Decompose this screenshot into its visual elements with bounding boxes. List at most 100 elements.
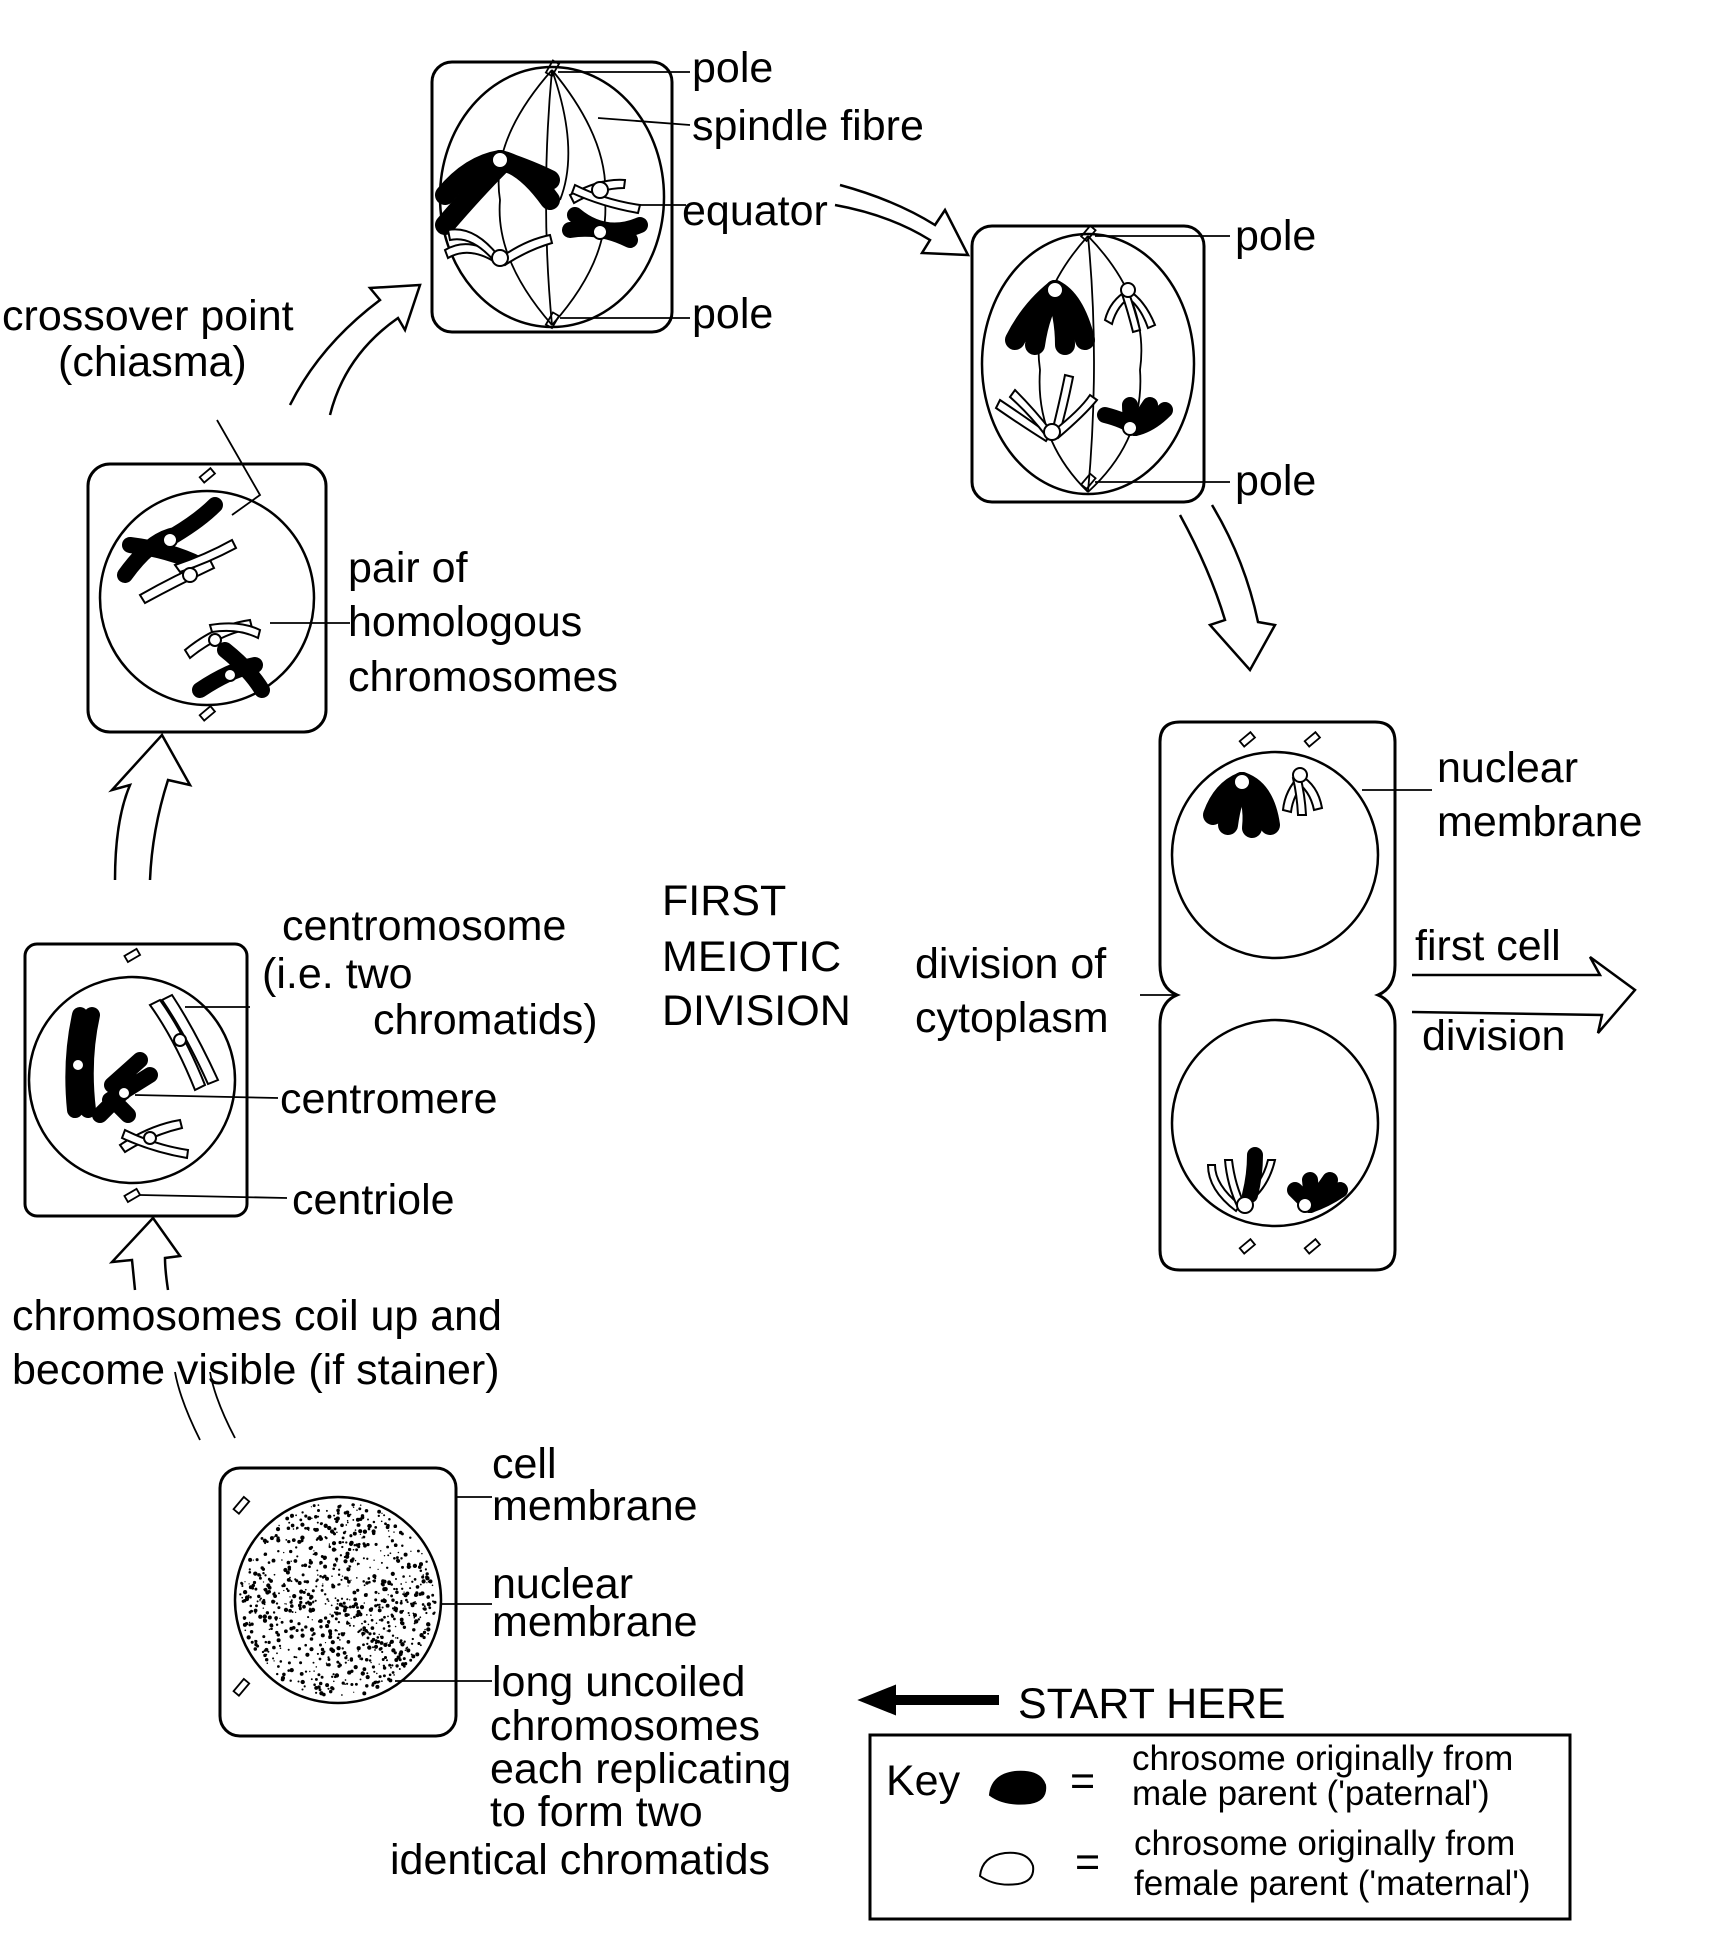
- chromatin-speck: [338, 1583, 341, 1586]
- chromatin-speck: [350, 1617, 352, 1620]
- chromatin-speck: [343, 1555, 347, 1559]
- chromatin-speck: [378, 1675, 382, 1679]
- chromatin-speck: [330, 1640, 335, 1645]
- arrow-to-metaphase: [288, 283, 422, 416]
- chromatin-speck: [276, 1538, 281, 1543]
- chromatin-speck: [365, 1684, 369, 1688]
- chromatin-speck: [307, 1516, 312, 1521]
- chromatin-speck: [329, 1613, 331, 1615]
- chromatin-speck: [343, 1652, 347, 1655]
- chromatin-speck: [358, 1629, 361, 1633]
- chromatin-speck: [262, 1635, 266, 1639]
- chromatin-speck: [352, 1531, 357, 1536]
- chromatin-speck: [314, 1515, 318, 1519]
- chromatin-speck: [276, 1633, 281, 1637]
- cell-anaphase: [970, 224, 1230, 504]
- chromatin-speck: [319, 1625, 323, 1629]
- chromatin-speck: [303, 1580, 307, 1583]
- chromatin-speck: [376, 1680, 380, 1684]
- chromatin-speck: [297, 1539, 302, 1544]
- chromatin-speck: [322, 1583, 324, 1585]
- chromatin-speck: [331, 1547, 337, 1552]
- chromatin-speck: [301, 1688, 304, 1691]
- chromatin-speck: [267, 1561, 271, 1564]
- chromatin-speck: [382, 1674, 386, 1678]
- chromatin-speck: [414, 1619, 419, 1624]
- chromatin-speck: [274, 1533, 278, 1538]
- chromatin-speck: [244, 1629, 247, 1632]
- chromatin-speck: [373, 1670, 376, 1673]
- chromatin-speck: [286, 1589, 290, 1593]
- chromatin-speck: [317, 1620, 321, 1623]
- arrow-start-to-prophase: [174, 1371, 236, 1441]
- chromatin-speck: [275, 1602, 279, 1605]
- title-line-2: MEIOTIC: [662, 933, 841, 981]
- chromatin-speck: [342, 1601, 346, 1605]
- chromatin-speck: [382, 1627, 386, 1630]
- chromatin-speck: [346, 1621, 350, 1625]
- chromatin-speck: [313, 1683, 316, 1686]
- chromatin-speck: [391, 1607, 395, 1610]
- chromatin-speck: [299, 1518, 303, 1522]
- chromatin-speck: [367, 1518, 369, 1521]
- chromatin-speck: [361, 1635, 364, 1637]
- cell-metaphase: [430, 59, 691, 334]
- chromatin-speck: [305, 1652, 310, 1657]
- chromatin-speck: [291, 1611, 294, 1613]
- label-cell-membrane-1: cell: [492, 1440, 557, 1488]
- chromatin-speck: [332, 1673, 335, 1676]
- label-crossover-1: crossover point: [2, 292, 294, 340]
- chromatin-speck: [267, 1577, 271, 1581]
- label-homologous-3: chromosomes: [348, 653, 618, 701]
- chromatin-speck: [253, 1608, 258, 1613]
- start-here-arrow: [857, 1684, 999, 1716]
- chromatin-speck: [262, 1598, 266, 1602]
- chromatin-speck: [345, 1541, 348, 1544]
- chromatin-speck: [415, 1652, 420, 1657]
- chromatin-speck: [380, 1561, 383, 1564]
- chromatin-speck: [426, 1627, 431, 1632]
- chromatin-speck: [333, 1527, 337, 1531]
- chromatin-speck: [355, 1548, 359, 1552]
- chromatin-speck: [402, 1625, 407, 1629]
- chromatin-speck: [344, 1661, 347, 1664]
- chromatin-speck: [409, 1658, 413, 1662]
- chromatin-speck: [361, 1537, 363, 1539]
- chromatin-speck: [377, 1514, 380, 1518]
- chromatin-speck: [410, 1566, 412, 1568]
- chromatin-speck: [412, 1601, 416, 1605]
- chromatin-speck: [322, 1692, 326, 1697]
- chromatin-speck: [321, 1584, 324, 1587]
- chromatin-speck: [327, 1525, 332, 1531]
- chromatin-speck: [314, 1685, 319, 1690]
- chromatin-speck: [295, 1514, 297, 1517]
- chromatin-speck: [385, 1566, 389, 1570]
- chromatin-speck: [328, 1545, 332, 1549]
- chromatin-speck: [417, 1641, 421, 1646]
- chromatin-speck: [382, 1583, 385, 1586]
- chromatin-speck: [378, 1633, 380, 1636]
- chromatin-speck: [276, 1652, 278, 1655]
- chromatin-speck: [371, 1637, 376, 1642]
- chromatin-speck: [422, 1635, 426, 1640]
- chromatin-speck: [369, 1654, 372, 1657]
- chromatin-speck: [313, 1527, 317, 1531]
- key-paternal-2: male parent ('paternal'): [1132, 1774, 1490, 1813]
- chromatin-speck: [412, 1628, 416, 1632]
- chromatin-speck: [341, 1604, 344, 1608]
- chromatin-speck: [424, 1568, 427, 1571]
- chromatin-speck: [388, 1673, 392, 1677]
- chromatin-speck: [373, 1680, 377, 1685]
- chromatin-speck: [273, 1660, 275, 1662]
- chromatin-speck: [352, 1518, 355, 1521]
- chromatin-speck: [308, 1560, 313, 1565]
- chromatin-speck: [316, 1537, 320, 1540]
- chromatin-speck: [289, 1667, 294, 1673]
- label-pole-anaphase-bottom: pole: [1235, 457, 1316, 505]
- chromatin-speck: [316, 1652, 319, 1655]
- chromatin-speck: [289, 1679, 292, 1682]
- chromatin-speck: [399, 1617, 404, 1622]
- chromatin-speck: [283, 1567, 288, 1573]
- chromatin-speck: [258, 1576, 262, 1580]
- chromatin-speck: [298, 1596, 303, 1600]
